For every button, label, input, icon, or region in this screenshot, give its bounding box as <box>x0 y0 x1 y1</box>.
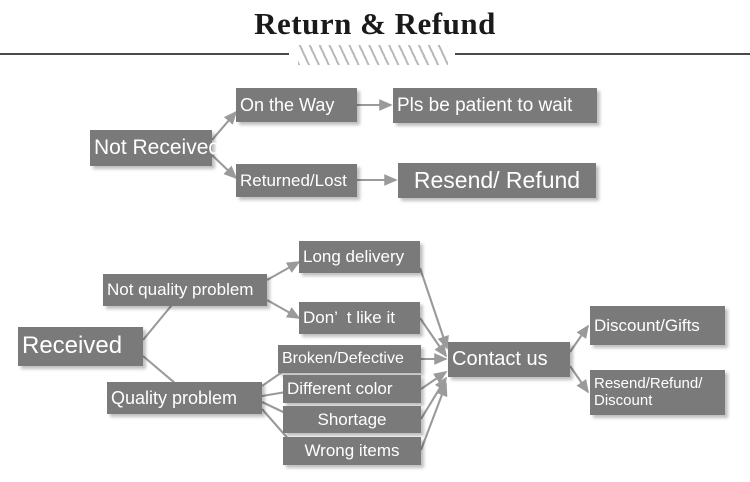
node-wrong-items[interactable]: Wrong items <box>283 437 421 465</box>
node-returned-lost[interactable]: Returned/Lost <box>236 164 357 197</box>
node-quality-problem[interactable]: Quality problem <box>107 382 262 414</box>
page-title: Return & Refund <box>254 6 496 41</box>
node-received[interactable]: Received <box>18 327 143 366</box>
node-not-quality-problem[interactable]: Not quality problem <box>103 274 267 306</box>
node-contact-us[interactable]: Contact us <box>448 342 570 377</box>
node-resend-refund[interactable]: Resend/ Refund <box>398 163 596 198</box>
node-on-the-way[interactable]: On the Way <box>236 88 357 122</box>
node-shortage[interactable]: Shortage <box>283 406 421 433</box>
divider-line-right <box>455 53 750 55</box>
node-long-delivery[interactable]: Long delivery <box>299 241 420 273</box>
node-pls-be-patient-to-wait[interactable]: Pls be patient to wait <box>393 88 597 123</box>
diagonal-hatch-divider-icon <box>298 45 448 65</box>
node-resend-refund-discount[interactable]: Resend/Refund/ Discount <box>590 370 725 415</box>
node-broken-defective[interactable]: Broken/Defective <box>278 345 421 373</box>
node-dont-like-it[interactable]: Don’ t like it <box>299 302 420 334</box>
node-different-color[interactable]: Different color <box>283 375 421 403</box>
node-not-received[interactable]: Not Received <box>90 130 220 166</box>
node-discount-gifts[interactable]: Discount/Gifts <box>590 306 725 345</box>
divider-line-left <box>0 53 289 55</box>
